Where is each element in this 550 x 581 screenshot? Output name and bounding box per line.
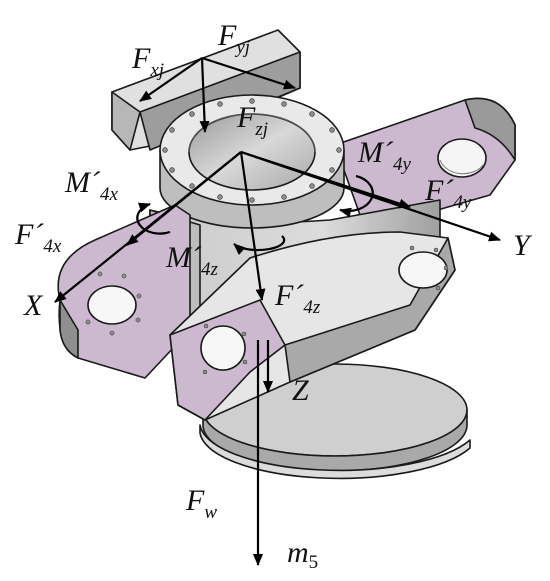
label-m5: m5	[287, 536, 318, 573]
fyj-arrow	[201, 56, 296, 90]
label-m4y: M´4y	[357, 136, 411, 175]
label-axis-x: X	[23, 289, 44, 322]
left-arm	[57, 204, 191, 379]
label-m4z: M´4z	[165, 241, 218, 280]
y-axis-arrow	[240, 150, 501, 242]
labels: Fxj Fyj Fzj M´4y F´4y M´4x F´4x M´4z F´4…	[14, 19, 533, 573]
f4z-arrow	[239, 151, 266, 301]
front-arm-bolt-holes	[202, 245, 449, 375]
m4y-arc	[339, 174, 374, 218]
front-arm	[169, 231, 456, 421]
label-axis-y: Y	[513, 229, 533, 262]
fxj-arrow	[139, 57, 203, 102]
label-fyj: Fyj	[217, 19, 250, 58]
left-arm-bolt-holes	[85, 271, 142, 336]
label-axis-z: Z	[292, 374, 309, 407]
m4z-arc	[233, 235, 286, 256]
label-f4x: F´4x	[14, 218, 62, 257]
label-fw: Fw	[185, 484, 217, 523]
fzj-arrow	[199, 57, 210, 133]
m4x-arc	[136, 202, 171, 235]
label-f4z: F´4z	[274, 279, 321, 318]
x-axis-arrow	[54, 151, 242, 303]
label-f4y: F´4y	[424, 174, 472, 213]
label-m4x: M´4x	[64, 166, 118, 205]
label-fzj: Fzj	[236, 101, 268, 140]
right-arm	[334, 97, 516, 216]
force-arrows	[54, 56, 501, 566]
ring-bolt-holes	[162, 98, 342, 203]
label-fxj: Fxj	[131, 42, 164, 81]
